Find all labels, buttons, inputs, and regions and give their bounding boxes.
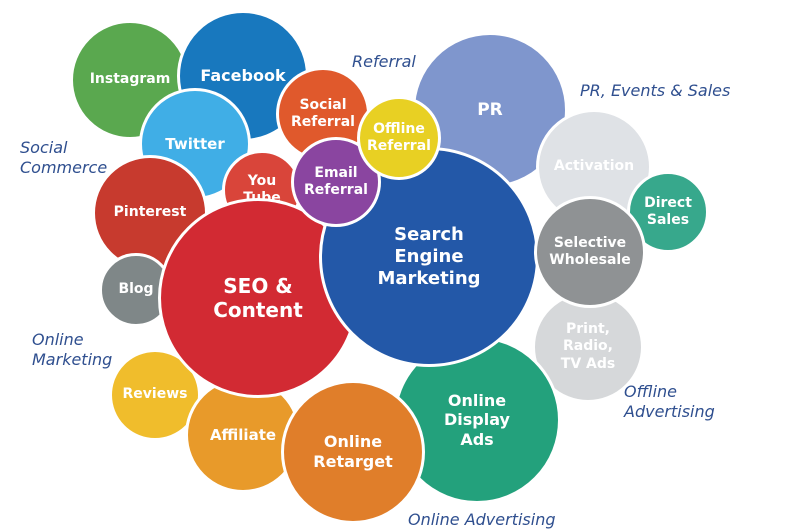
bubble-label: Affiliate [209,425,277,444]
bubble-label: Instagram [89,71,171,88]
bubble-label: Activation [553,158,635,175]
bubble-label: Selective Wholesale [549,234,631,268]
bubble-online-retarget: Online Retarget [281,380,425,524]
bubble-offline-referral: Offline Referral [357,96,441,180]
bubble-label: Online Display Ads [444,390,510,449]
bubble-label: Pinterest [113,204,187,221]
bubble-label: SEO & Content [213,273,303,322]
bubble-email-referral: Email Referral [291,137,381,227]
category-label-referral: Referral [352,52,416,71]
category-label-pr-events-sales: PR, Events & Sales [580,81,731,100]
bubble-label: Offline Referral [367,120,431,154]
bubble-label: Facebook [200,66,286,86]
bubble-label: Social Referral [291,96,355,130]
bubble-label: Twitter [165,134,225,153]
bubble-label: Email Referral [304,164,368,198]
bubble-label: Online Retarget [313,432,393,471]
bubble-label: PR [477,99,503,120]
bubble-label: Print, Radio, TV Ads [560,321,616,372]
bubble-selective-wholesale: Selective Wholesale [534,196,646,308]
bubble-label: Blog [118,281,154,298]
bubble-label: Search Engine Marketing [377,224,481,289]
category-label-online-marketing: Online Marketing [32,330,113,369]
bubble-online-display-ads: Online Display Ads [393,336,561,504]
bubble-label: Reviews [122,386,188,403]
bubble-label: Direct Sales [644,194,692,228]
category-label-offline-advertising: Offline Advertising [624,382,715,421]
bubble-seo-content: SEO & Content [158,198,358,398]
bubble-instagram: Instagram [70,20,190,140]
category-label-social-commerce: Social Commerce [20,138,108,177]
category-label-online-advertising: Online Advertising [408,510,556,529]
